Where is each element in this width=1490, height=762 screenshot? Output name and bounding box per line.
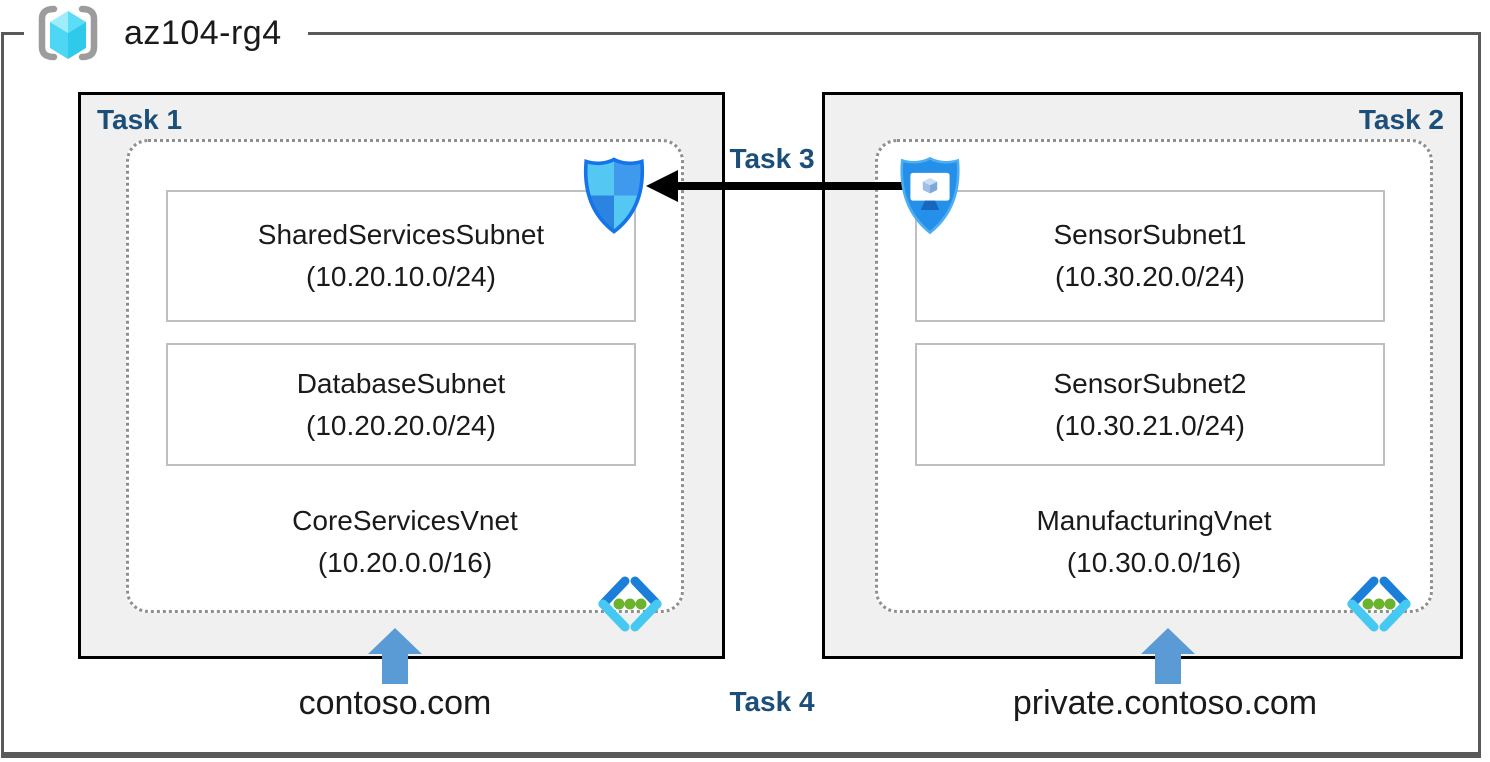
resource-group-name: az104-rg4 — [124, 13, 282, 52]
subnet-cidr: (10.30.20.0/24) — [1055, 261, 1245, 292]
task3-label: Task 3 — [729, 143, 815, 174]
task2-label: Task 2 — [1358, 104, 1444, 135]
task4-label: Task 4 — [729, 686, 815, 717]
subnet-name: SensorSubnet2 — [1053, 367, 1247, 399]
subnet-name: SensorSubnet1 — [1053, 219, 1247, 250]
subnet-name: SharedServicesSubnet — [257, 219, 545, 250]
resource-group-icon — [38, 5, 98, 61]
vnet-name: CoreServicesVnet — [292, 505, 518, 536]
database-subnet-box: DatabaseSubnet (10.20.20.0/24) — [166, 343, 636, 466]
resource-group-header: az104-rg4 — [24, 0, 308, 66]
vnet-cidr: (10.20.0.0/16) — [317, 547, 493, 578]
virtual-network-icon — [598, 576, 662, 632]
vnet-name-block: ManufacturingVnet (10.30.0.0/16) — [878, 500, 1430, 584]
network-security-group-icon — [583, 157, 645, 234]
sensor-subnet1-box: SensorSubnet1 (10.30.20.0/24) — [915, 190, 1385, 322]
subnet-cidr: (10.30.21.0/24) — [1055, 409, 1245, 441]
task2-box: Task 2 SensorSubnet1 (10.30.20.0/24) Sen… — [822, 92, 1463, 659]
sensor-subnet2-box: SensorSubnet2 (10.30.21.0/24) — [915, 343, 1385, 466]
subnet-name: DatabaseSubnet — [296, 367, 506, 399]
private-contoso-dns-label: private.contoso.com — [1012, 684, 1318, 722]
up-arrow-icon — [368, 628, 422, 684]
subnet-cidr: (10.20.20.0/24) — [306, 409, 496, 441]
resource-group-frame — [1, 32, 1481, 758]
up-arrow-icon — [1141, 628, 1195, 684]
virtual-network-icon — [1347, 576, 1411, 632]
left-arrow-icon — [646, 170, 904, 202]
contoso-dns-label: contoso.com — [298, 684, 492, 722]
subnet-cidr: (10.20.10.0/24) — [306, 261, 496, 292]
shared-services-subnet-box: SharedServicesSubnet (10.20.10.0/24) — [166, 190, 636, 322]
bastion-icon — [900, 156, 960, 235]
manufacturing-vnet-box: SensorSubnet1 (10.30.20.0/24) SensorSubn… — [875, 139, 1433, 632]
core-services-vnet-box: SharedServicesSubnet (10.20.10.0/24) Dat… — [126, 139, 684, 632]
vnet-cidr: (10.30.0.0/16) — [1066, 547, 1242, 578]
vnet-name: ManufacturingVnet — [1036, 505, 1272, 536]
task1-label: Task 1 — [97, 104, 183, 135]
vnet-name-block: CoreServicesVnet (10.20.0.0/16) — [129, 500, 681, 584]
